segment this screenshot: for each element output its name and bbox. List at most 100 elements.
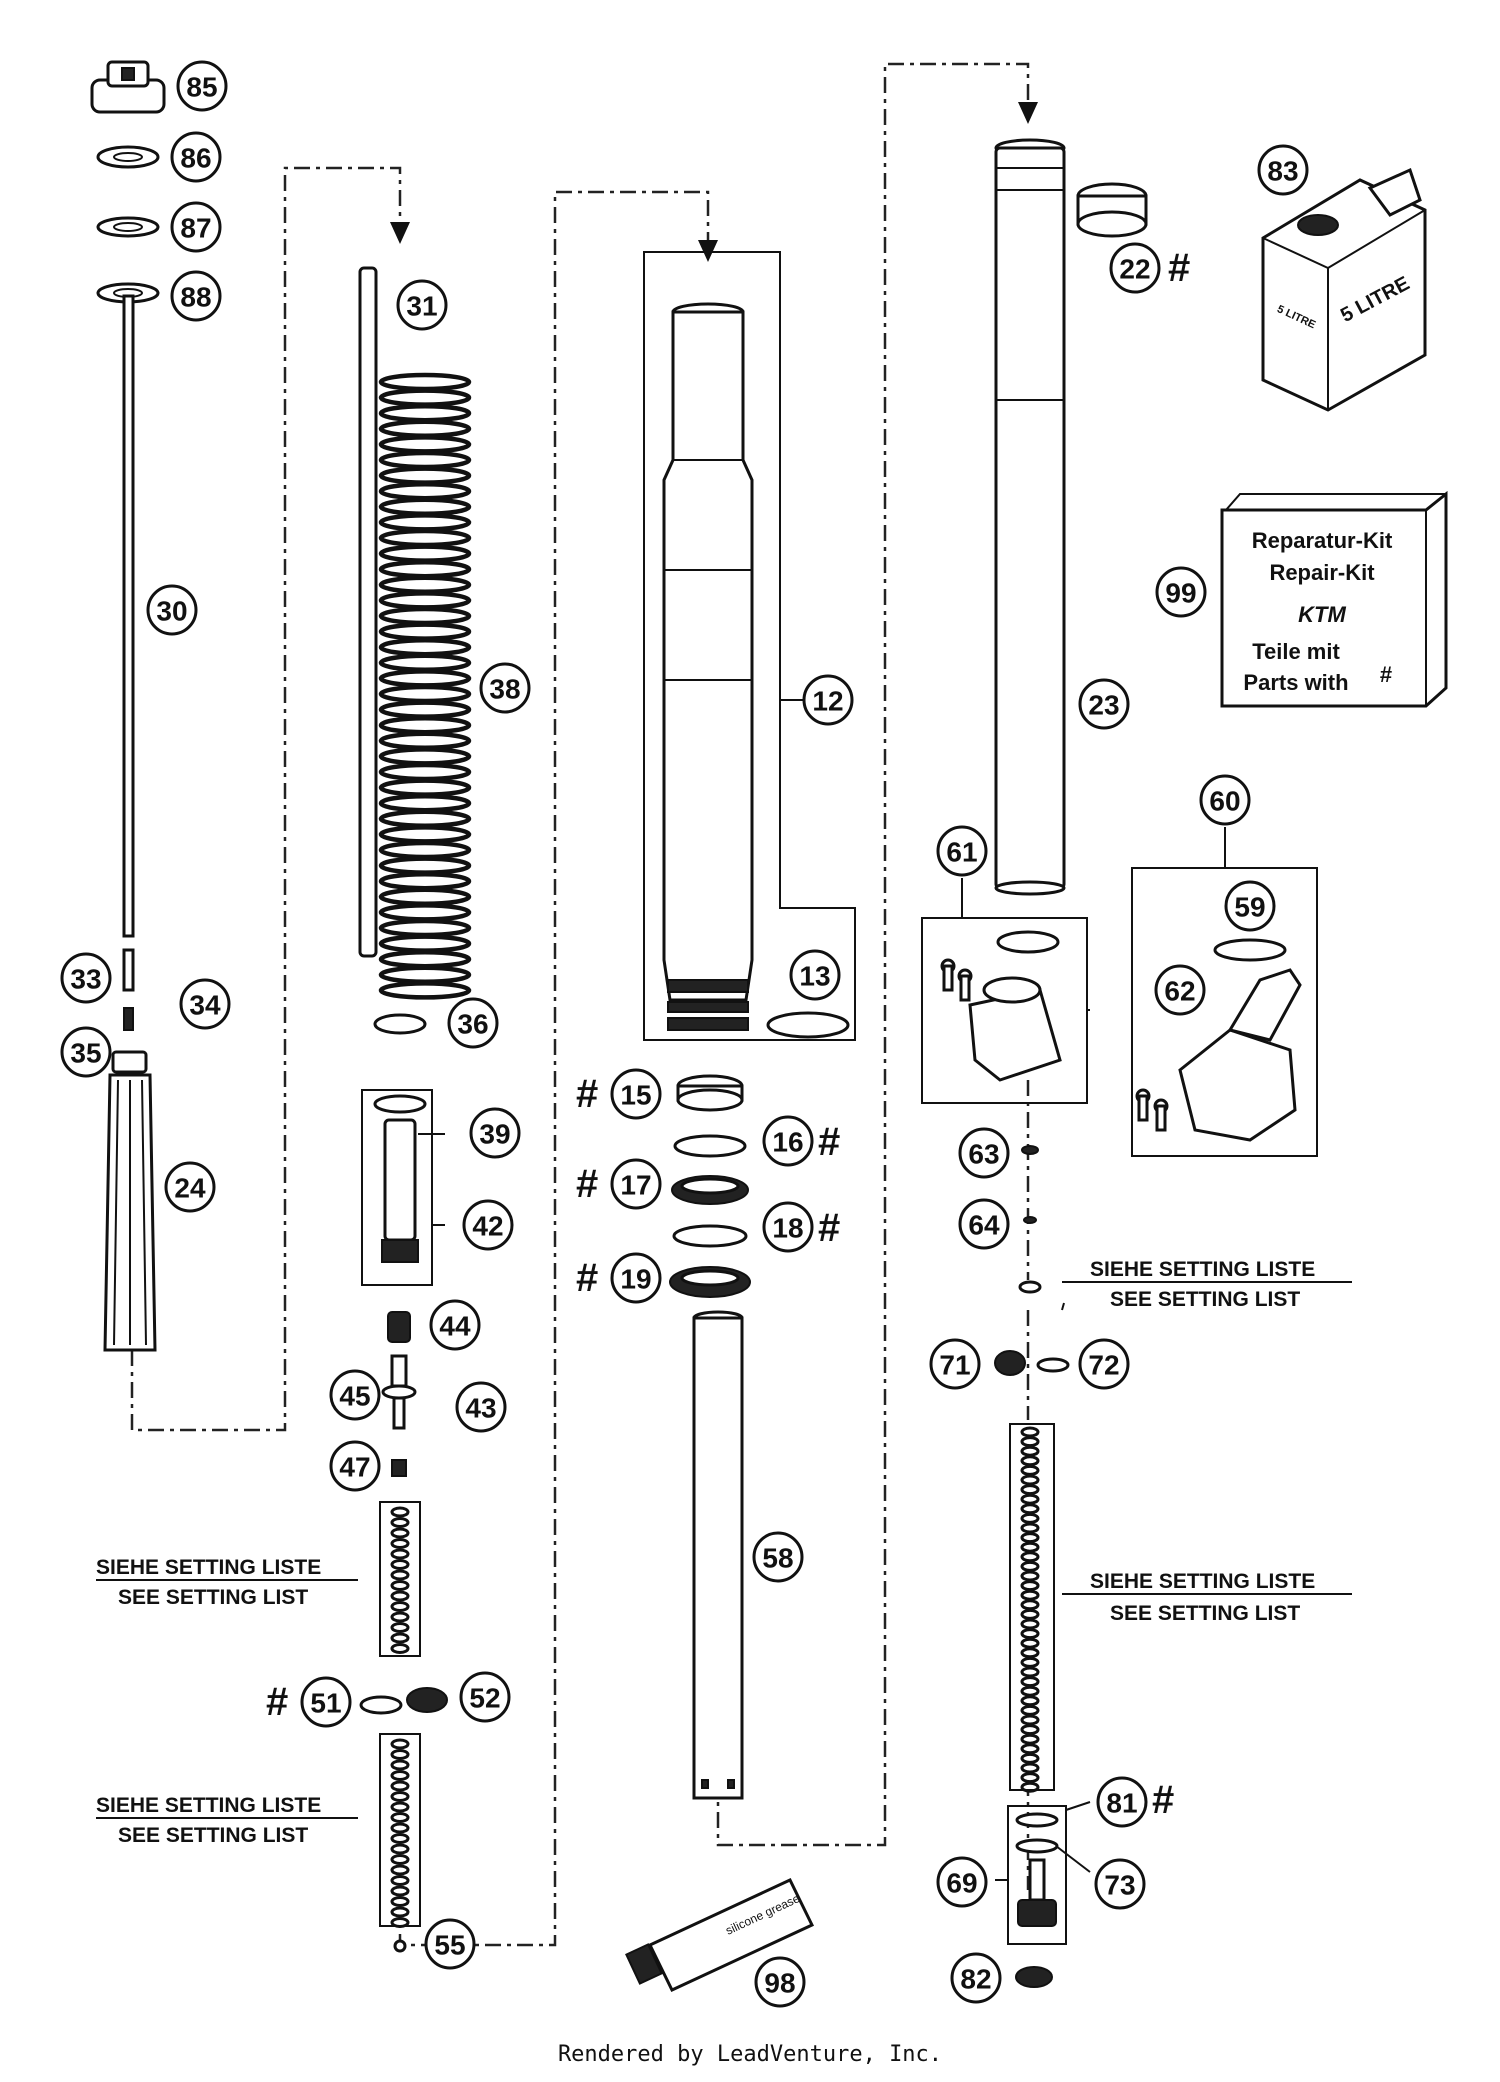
nut-55	[393, 1939, 407, 1953]
setting-note-en: SEE SETTING LIST	[118, 1586, 308, 1609]
hash-mark-18: #	[818, 1206, 840, 1250]
callout-label: 44	[439, 1311, 471, 1342]
callout-16: 16	[762, 1115, 814, 1167]
callout-22: 22	[1109, 242, 1161, 294]
setting-note-de: SIEHE SETTING LISTE	[1090, 1570, 1315, 1593]
shim-stack-1	[379, 1501, 421, 1657]
inner-tube-58	[692, 1310, 744, 1800]
callout-label: 98	[764, 1968, 795, 1999]
callout-44: 44	[429, 1299, 481, 1351]
flow-lines	[130, 62, 1038, 1947]
callout-label: 18	[772, 1213, 803, 1244]
callout-label: 38	[489, 674, 520, 705]
callout-label: 16	[772, 1127, 803, 1158]
callout-17: 17	[610, 1158, 662, 1210]
callout-label: 30	[156, 596, 187, 627]
callout-36: 36	[447, 997, 499, 1049]
callout-label: 23	[1088, 690, 1119, 721]
callout-83: 83	[1257, 144, 1309, 196]
callout-label: 82	[960, 1964, 991, 1995]
setting-note-de: SIEHE SETTING LISTE	[1090, 1258, 1315, 1281]
washer-87	[96, 216, 160, 238]
callout-72: 72	[1078, 1338, 1130, 1390]
cartridge-tube-24	[103, 1050, 157, 1352]
callout-label: 24	[174, 1173, 206, 1204]
callout-label: 99	[1165, 578, 1196, 609]
hash-mark-51: #	[266, 1680, 288, 1724]
washer-36	[373, 1013, 427, 1035]
setting-note-en: SEE SETTING LIST	[118, 1824, 308, 1847]
callout-label: 71	[939, 1350, 970, 1381]
shim-setting-marker	[1018, 1280, 1042, 1294]
kit-line4: Parts with	[1243, 670, 1348, 695]
callout-label: 69	[946, 1868, 977, 1899]
washer-86	[96, 145, 160, 169]
kit-line2: Repair-Kit	[1269, 560, 1375, 585]
callout-59: 59	[1224, 880, 1276, 932]
callout-42: 42	[462, 1199, 514, 1251]
kit-brand-logo: KTM	[1298, 602, 1346, 627]
nut-44	[387, 1311, 411, 1343]
axle-clamp-box-61	[921, 917, 1088, 1104]
callout-73: 73	[1094, 1858, 1146, 1910]
callout-label: 35	[70, 1038, 101, 1069]
callout-label: 34	[189, 990, 221, 1021]
repair-kit-box-99: Reparatur-Kit Repair-Kit KTM Teile mit P…	[1220, 490, 1448, 708]
callout-12: 12	[802, 674, 854, 726]
callout-label: 45	[339, 1381, 370, 1412]
callout-60: 60	[1199, 774, 1251, 826]
callout-label: 39	[479, 1119, 510, 1150]
hash-mark-19: #	[576, 1256, 598, 1300]
part-71	[994, 1350, 1026, 1376]
callout-label: 86	[180, 143, 211, 174]
setting-note-de: SIEHE SETTING LISTE	[96, 1794, 321, 1817]
callout-label: 13	[799, 961, 830, 992]
callout-81: 81	[1096, 1776, 1148, 1828]
callout-13: 13	[789, 949, 841, 1001]
callout-86: 86	[170, 131, 222, 183]
oring-13	[766, 1011, 850, 1039]
callout-label: 22	[1119, 254, 1150, 285]
callout-label: 12	[812, 686, 843, 717]
piston-rod-31	[358, 266, 378, 958]
callout-label: 61	[946, 837, 977, 868]
setting-note-right-2: SIEHE SETTING LISTE SEE SETTING LIST	[1062, 1570, 1352, 1625]
setting-note-en: SEE SETTING LIST	[1110, 1288, 1300, 1311]
axle-clamp-box-60	[1131, 867, 1318, 1157]
callout-30: 30	[146, 584, 198, 636]
washer-64	[1023, 1216, 1037, 1224]
callout-61: 61	[936, 825, 988, 877]
ring-18	[672, 1224, 748, 1248]
callout-87: 87	[170, 201, 222, 253]
adjuster-cap-85	[90, 60, 166, 114]
setting-note-en: SEE SETTING LIST	[1110, 1602, 1300, 1625]
callout-label: 81	[1106, 1788, 1137, 1819]
setting-note-left-2: SIEHE SETTING LISTE SEE SETTING LIST	[96, 1794, 358, 1847]
oring-72	[1036, 1357, 1070, 1373]
callout-33: 33	[60, 952, 112, 1004]
callout-label: 59	[1234, 892, 1265, 923]
callout-15: 15	[610, 1068, 662, 1120]
outer-tube-12	[662, 302, 754, 1031]
callout-39: 39	[469, 1107, 521, 1159]
grease-tube-98: silicone grease	[625, 1878, 815, 1992]
hash-marks: # # # # # # # #	[266, 246, 1190, 1822]
setting-note-de: SIEHE SETTING LISTE	[96, 1556, 321, 1579]
callout-label: 33	[70, 964, 101, 995]
callout-52: 52	[459, 1671, 511, 1723]
callout-label: 83	[1267, 156, 1298, 187]
callout-label: 31	[406, 291, 437, 322]
hash-mark-15: #	[576, 1072, 598, 1116]
hash-mark-16: #	[818, 1120, 840, 1164]
callout-label: 72	[1088, 1350, 1119, 1381]
footer-credit: Rendered by LeadVenture, Inc.	[557, 2042, 943, 2067]
callout-label: 87	[180, 213, 211, 244]
washer-63	[1021, 1145, 1039, 1155]
callout-label: 36	[457, 1009, 488, 1040]
callout-label: 60	[1209, 786, 1240, 817]
callout-69: 69	[936, 1856, 988, 1908]
nut-47	[391, 1459, 407, 1477]
callout-64: 64	[958, 1198, 1010, 1250]
